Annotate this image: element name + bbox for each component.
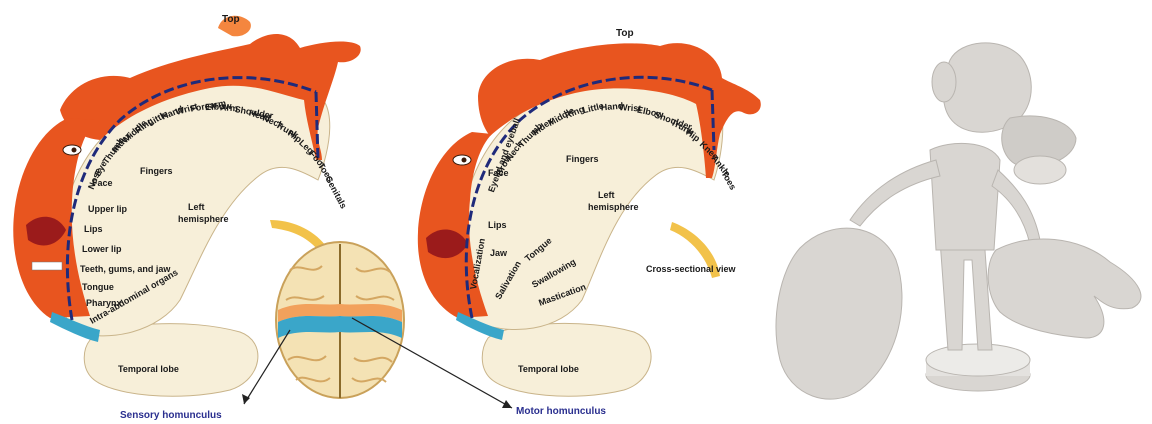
motor-side-label: Jaw xyxy=(490,248,508,258)
statue-left-arm xyxy=(850,160,940,226)
sensory-side-label: Upper lip xyxy=(88,204,128,214)
sensory-caption: Sensory homunculus xyxy=(120,410,222,421)
sensory-arc-label: Genitals xyxy=(323,174,349,210)
sensory-teeth xyxy=(32,262,62,270)
statue-right-hand xyxy=(988,239,1141,338)
sensory-top-label: Top xyxy=(222,14,240,25)
motor-fingers-label: Fingers xyxy=(566,154,599,164)
motor-cross-section-label: Cross-sectional view xyxy=(646,264,737,274)
statue-left-hand xyxy=(776,228,902,399)
sensory-side-label: Tongue xyxy=(82,282,114,292)
homunculus-statue xyxy=(776,43,1141,399)
motor-panel: Top Left hemisphere Temporal lobe Cross-… xyxy=(418,28,761,396)
motor-temporal-lobe xyxy=(482,323,651,396)
motor-side-label: Lips xyxy=(488,220,507,230)
motor-caption: Motor homunculus xyxy=(516,406,606,417)
sensory-temporal-label: Temporal lobe xyxy=(118,364,179,374)
motor-hemisphere-label-1: Left xyxy=(598,190,615,200)
sensory-side-label: Teeth, gums, and jaw xyxy=(80,264,171,274)
sensory-side-label: Lips xyxy=(84,224,103,234)
sensory-hemisphere-label-2: hemisphere xyxy=(178,214,229,224)
sensory-side-label: Lower lip xyxy=(82,244,122,254)
statue-torso xyxy=(930,143,1000,250)
motor-temporal-label: Temporal lobe xyxy=(518,364,579,374)
sensory-side-label: Face xyxy=(92,178,113,188)
statue-tongue xyxy=(1014,156,1066,184)
statue-legs xyxy=(940,236,992,350)
sensory-fingers-label: Fingers xyxy=(140,166,173,176)
statue-left-ear xyxy=(932,62,956,102)
motor-arc-label: Toes xyxy=(719,169,738,192)
yellow-pointer-left xyxy=(270,220,326,250)
motor-top-label: Top xyxy=(616,28,634,39)
sensory-hemisphere-label-1: Left xyxy=(188,202,205,212)
motor-side-label: Face xyxy=(488,168,509,178)
motor-hemisphere-label-2: hemisphere xyxy=(588,202,639,212)
